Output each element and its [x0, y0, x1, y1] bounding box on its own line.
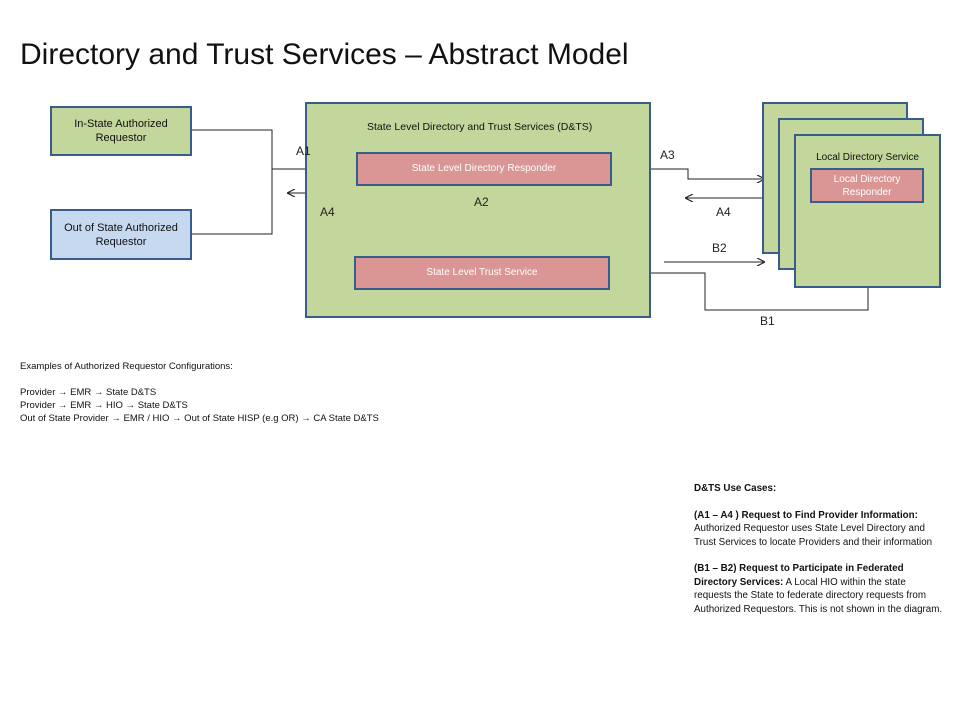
flow-label-a4-left: A4: [320, 205, 335, 219]
use-cases-heading: D&TS Use Cases:: [694, 483, 777, 494]
local-directory-service-label: Local Directory Service: [816, 152, 919, 163]
flow-label-b2: B2: [712, 241, 727, 255]
examples-section: Examples of Authorized Requestor Configu…: [20, 360, 379, 425]
use-case-b-title: (B1 – B2) Request to Participate in Fede…: [694, 563, 904, 588]
out-of-state-requestor-box: Out of State Authorized Requestor: [50, 209, 192, 260]
in-state-requestor-box: In-State Authorized Requestor: [50, 106, 192, 156]
out-of-state-requestor-label: Out of State Authorized Requestor: [64, 221, 178, 248]
state-trust-service: State Level Trust Service: [354, 256, 610, 290]
use-case-b-text: A Local HIO within the state requests th…: [694, 576, 943, 615]
a1-connector: [192, 129, 273, 235]
page-title: Directory and Trust Services – Abstract …: [20, 38, 629, 71]
use-case-a-title: (A1 – A4 ) Request to Find Provider Info…: [694, 509, 918, 521]
use-case-a-text: Authorized Requestor uses State Level Di…: [694, 523, 933, 548]
flow-label-a2: A2: [474, 195, 489, 209]
use-cases-section: D&TS Use Cases: (A1 – A4 ) Request to Fi…: [694, 482, 944, 616]
flow-label-a3: A3: [660, 148, 675, 162]
local-directory-responder: Local Directory Responder: [810, 168, 924, 203]
in-state-requestor-label: In-State Authorized Requestor: [74, 118, 168, 144]
example-line: Provider → EMR → HIO → State D&TS: [20, 400, 188, 411]
local-directory-service-box: Local Directory Service: [794, 134, 941, 288]
example-line: Out of State Provider → EMR / HIO → Out …: [20, 413, 379, 424]
flow-label-a1: A1: [296, 144, 311, 158]
state-dts-label: State Level Directory and Trust Services…: [367, 121, 593, 133]
example-line: Provider → EMR → State D&TS: [20, 387, 157, 398]
examples-heading: Examples of Authorized Requestor Configu…: [20, 361, 233, 372]
flow-label-a4-right: A4: [716, 205, 731, 219]
flow-label-b1: B1: [760, 314, 775, 328]
b1-arrow: [612, 273, 869, 311]
state-directory-responder: State Level Directory Responder: [356, 152, 612, 186]
